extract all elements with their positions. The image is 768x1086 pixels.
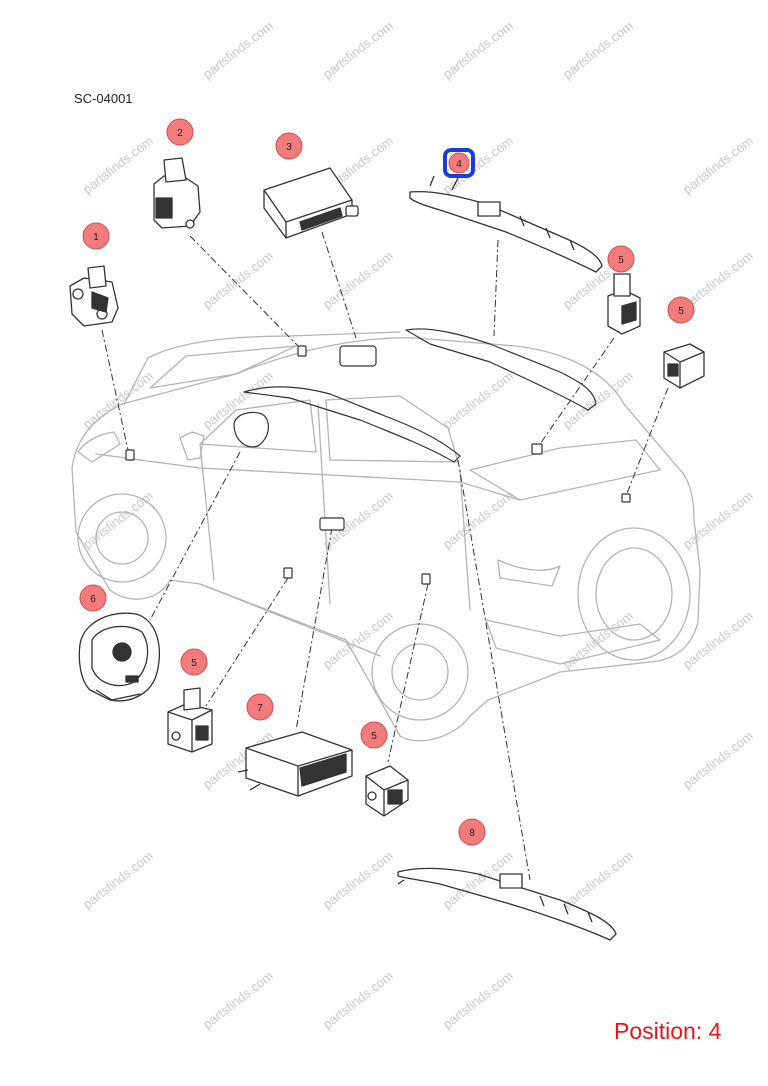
position-caption: Position: 4 [614,1018,722,1044]
part-4-curtain-airbag-right [409,175,603,273]
installed-parts [125,328,631,585]
part-5-sensor-far-right [663,343,705,389]
part-2-front-sensor [153,157,201,229]
vehicle-tail-lamp [497,559,561,587]
part-7-restraint-control-module [237,731,353,797]
part-3-occupant-module [263,167,359,239]
installed-control-module [319,517,345,531]
callout-6[interactable]: 6 [79,584,107,612]
part-1-front-sensor [69,265,119,327]
vehicle-front-wheel-hub [95,511,149,565]
installed-sensor-b-pillar [283,567,293,579]
callout-2-label: 2 [177,128,183,139]
callout-4-label: 4 [456,159,462,170]
callout-5-top-right[interactable]: 5 [607,245,635,273]
vehicle-front-wheel [77,493,167,583]
vehicle-door-seam [199,403,471,611]
installed-sensor-tailgate [621,493,631,503]
vehicle-rear-glass [469,439,661,501]
callout-1[interactable]: 1 [82,222,110,250]
vehicle-spare-tire [577,527,691,661]
leader-line-5-lower-right [387,583,429,763]
callout-5-far-right[interactable]: 5 [667,296,695,324]
leader-line-4 [493,239,499,337]
vehicle-front-lamp [77,431,121,463]
leader-line-7 [295,527,333,731]
callout-8[interactable]: 8 [458,818,486,846]
leader-line-8 [457,459,531,881]
part-8-curtain-airbag-left [397,867,617,941]
vehicle-rear-bumper [485,619,661,665]
vehicle-rocker [199,583,381,657]
callout-5-lower-right[interactable]: 5 [360,721,388,749]
callout-5-lower-left[interactable]: 5 [180,648,208,676]
installed-sensor-roof [297,345,307,357]
callout-6-label: 6 [90,594,96,605]
callout-5a-label: 5 [618,255,624,266]
vehicle-side-mirror [179,431,205,461]
installed-steering-wheel [233,411,269,448]
installed-curtain-airbag-right [405,328,597,411]
vehicle-rear-wheel [371,623,469,721]
leader-line-2 [189,235,303,351]
installed-sensor-front [125,449,135,461]
callout-7-label: 7 [257,703,263,714]
vehicle-body-profile [71,337,701,742]
leader-line-6 [149,451,241,621]
installed-curtain-airbag-left [243,386,461,463]
callout-2[interactable]: 2 [166,118,194,146]
vehicle-side-windows [199,395,459,463]
part-5-sensor-top-right [607,273,641,335]
leader-line-3 [321,231,357,339]
installed-sensor-c-pillar [421,573,431,585]
callout-7[interactable]: 7 [246,693,274,721]
vehicle-spare-tire-inner [595,547,673,641]
vehicle-rear-wheel-hub [391,643,449,701]
leader-line-5-top-right [539,337,615,445]
vehicle-windshield [149,345,297,389]
part-6-driver-airbag [78,612,160,702]
leader-line-5-far-right [625,387,669,497]
callout-5b-label: 5 [678,306,684,317]
diagram-code: SC-04001 [74,91,133,106]
installed-sensor-rear [531,443,543,455]
callout-3-label: 3 [286,142,292,153]
callout-1-label: 1 [93,232,99,243]
callout-markers: 1 2 3 4 5 5 [79,118,695,846]
part-5-sensor-lower-right [365,765,409,817]
callout-5c-label: 5 [191,658,197,669]
callout-5d-label: 5 [371,731,377,742]
part-5-sensor-lower-left [167,687,213,753]
installed-occupant-module [339,345,377,367]
callout-3[interactable]: 3 [275,132,303,160]
callout-8-label: 8 [469,828,475,839]
vehicle-roof-line [123,331,401,405]
selection-highlight [443,148,475,178]
leader-lines [101,231,669,881]
callout-4-selected[interactable]: 4 [443,148,475,178]
leader-line-1 [101,329,129,451]
vehicle-outline [71,331,701,742]
vehicle-belt-line [95,453,521,501]
leader-line-5-lower-left [205,577,289,707]
